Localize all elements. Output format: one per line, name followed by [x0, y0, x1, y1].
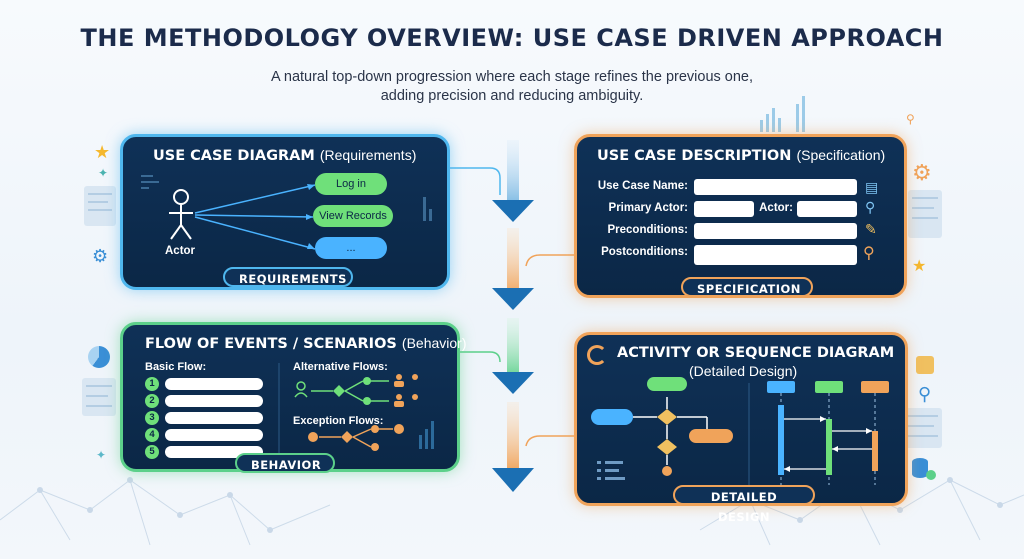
cube-icon	[916, 356, 934, 374]
specification-badge: SPECIFICATION	[681, 277, 813, 297]
label-postconditions: Postconditions:	[601, 246, 688, 258]
activity-sequence-diagram-panel: ACTIVITY OR SEQUENCE DIAGRAM (Detailed D…	[574, 332, 908, 524]
flow-of-events-panel: FLOW OF EVENTS / SCENARIOS (Behavior) Ba…	[120, 322, 467, 473]
panel-title-specification-main: USE CASE DESCRIPTION	[597, 148, 792, 164]
document-icon: ▤	[865, 179, 879, 195]
scenario-flow-drawing	[278, 363, 434, 455]
actor-label: Actor	[165, 245, 196, 257]
step-bar-2	[165, 395, 263, 407]
step-bar-1	[165, 378, 263, 390]
panel-title-design-sub-wrap: (Detailed Design)	[689, 363, 797, 380]
search-icon: ⚲	[865, 199, 876, 215]
panel-title-design-main: ACTIVITY OR SEQUENCE DIAGRAM	[617, 345, 895, 361]
panel-title-requirements-sub: (Requirements)	[319, 147, 417, 163]
gear-icon-right: ⚙	[912, 160, 932, 185]
alternative-flows-label: Alternative Flows:	[293, 361, 388, 373]
use-case-description-panel: USE CASE DESCRIPTION (Specification) Use…	[574, 134, 907, 298]
gear-icon: ⚙	[92, 246, 109, 266]
detailed-design-badge: DETAILED DESIGN	[673, 485, 815, 524]
panel-title-specification-sub: (Specification)	[796, 147, 886, 163]
field-actor	[797, 201, 857, 217]
activity-sequence-drawing	[591, 377, 889, 487]
use-case-more: ...	[315, 237, 387, 259]
field-use-case-name	[694, 179, 857, 195]
basic-flow-label: Basic Flow:	[145, 361, 207, 373]
step-number-1: 1	[145, 377, 159, 391]
label-actor: Actor:	[759, 202, 793, 214]
search-icon-small: ⚲	[906, 112, 915, 126]
panel-title-specification: USE CASE DESCRIPTION (Specification)	[597, 147, 885, 164]
label-use-case-name: Use Case Name:	[597, 180, 688, 192]
search-icon-right: ⚲	[918, 384, 932, 404]
exception-flows-label: Exception Flows:	[293, 415, 384, 427]
behavior-badge: BEHAVIOR	[235, 453, 335, 473]
label-preconditions: Preconditions:	[607, 224, 688, 236]
page-subtitle: A natural top-down progression where eac…	[270, 69, 754, 104]
step-number-4: 4	[145, 428, 159, 442]
use-case-diagram-panel: USE CASE DIAGRAM (Requirements) Actor Lo…	[120, 134, 450, 290]
star-icon: ★	[94, 142, 111, 162]
pie-chart-icon	[88, 346, 110, 368]
use-case-log-in: Log in	[315, 173, 387, 195]
step-bar-4	[165, 429, 263, 441]
step-number-2: 2	[145, 394, 159, 408]
sparkle-icon-2: ✦	[96, 448, 107, 462]
field-primary-actor	[694, 201, 754, 217]
panel-title-requirements: USE CASE DIAGRAM (Requirements)	[153, 147, 416, 164]
check-icon	[926, 470, 936, 480]
panel-title-design-sub: (Detailed Design)	[689, 363, 798, 379]
requirements-badge: REQUIREMENTS	[223, 267, 353, 287]
panel-title-behavior-sub: (Behavior)	[401, 335, 467, 351]
sparkle-icon: ✦	[98, 166, 109, 180]
step-bar-3	[165, 412, 263, 424]
use-case-diagram-drawing	[141, 175, 432, 250]
panel-title-behavior: FLOW OF EVENTS / SCENARIOS (Behavior)	[145, 335, 467, 352]
step-number-5: 5	[145, 445, 159, 459]
panel-title-requirements-main: USE CASE DIAGRAM	[153, 148, 315, 164]
magnifier-icon: ⚲	[863, 245, 875, 262]
field-preconditions	[694, 223, 857, 239]
step-number-3: 3	[145, 411, 159, 425]
label-primary-actor: Primary Actor:	[608, 202, 688, 214]
edit-icon: ✎	[865, 221, 877, 237]
database-icon	[912, 458, 928, 478]
star-icon-right: ★	[912, 258, 927, 275]
use-case-view-records: View Records	[313, 205, 393, 227]
refresh-icon	[587, 345, 607, 365]
panel-title-behavior-main: FLOW OF EVENTS / SCENARIOS	[145, 336, 397, 352]
field-postconditions	[694, 245, 857, 265]
page-title: THE METHODOLOGY OVERVIEW: USE CASE DRIVE…	[80, 24, 944, 52]
